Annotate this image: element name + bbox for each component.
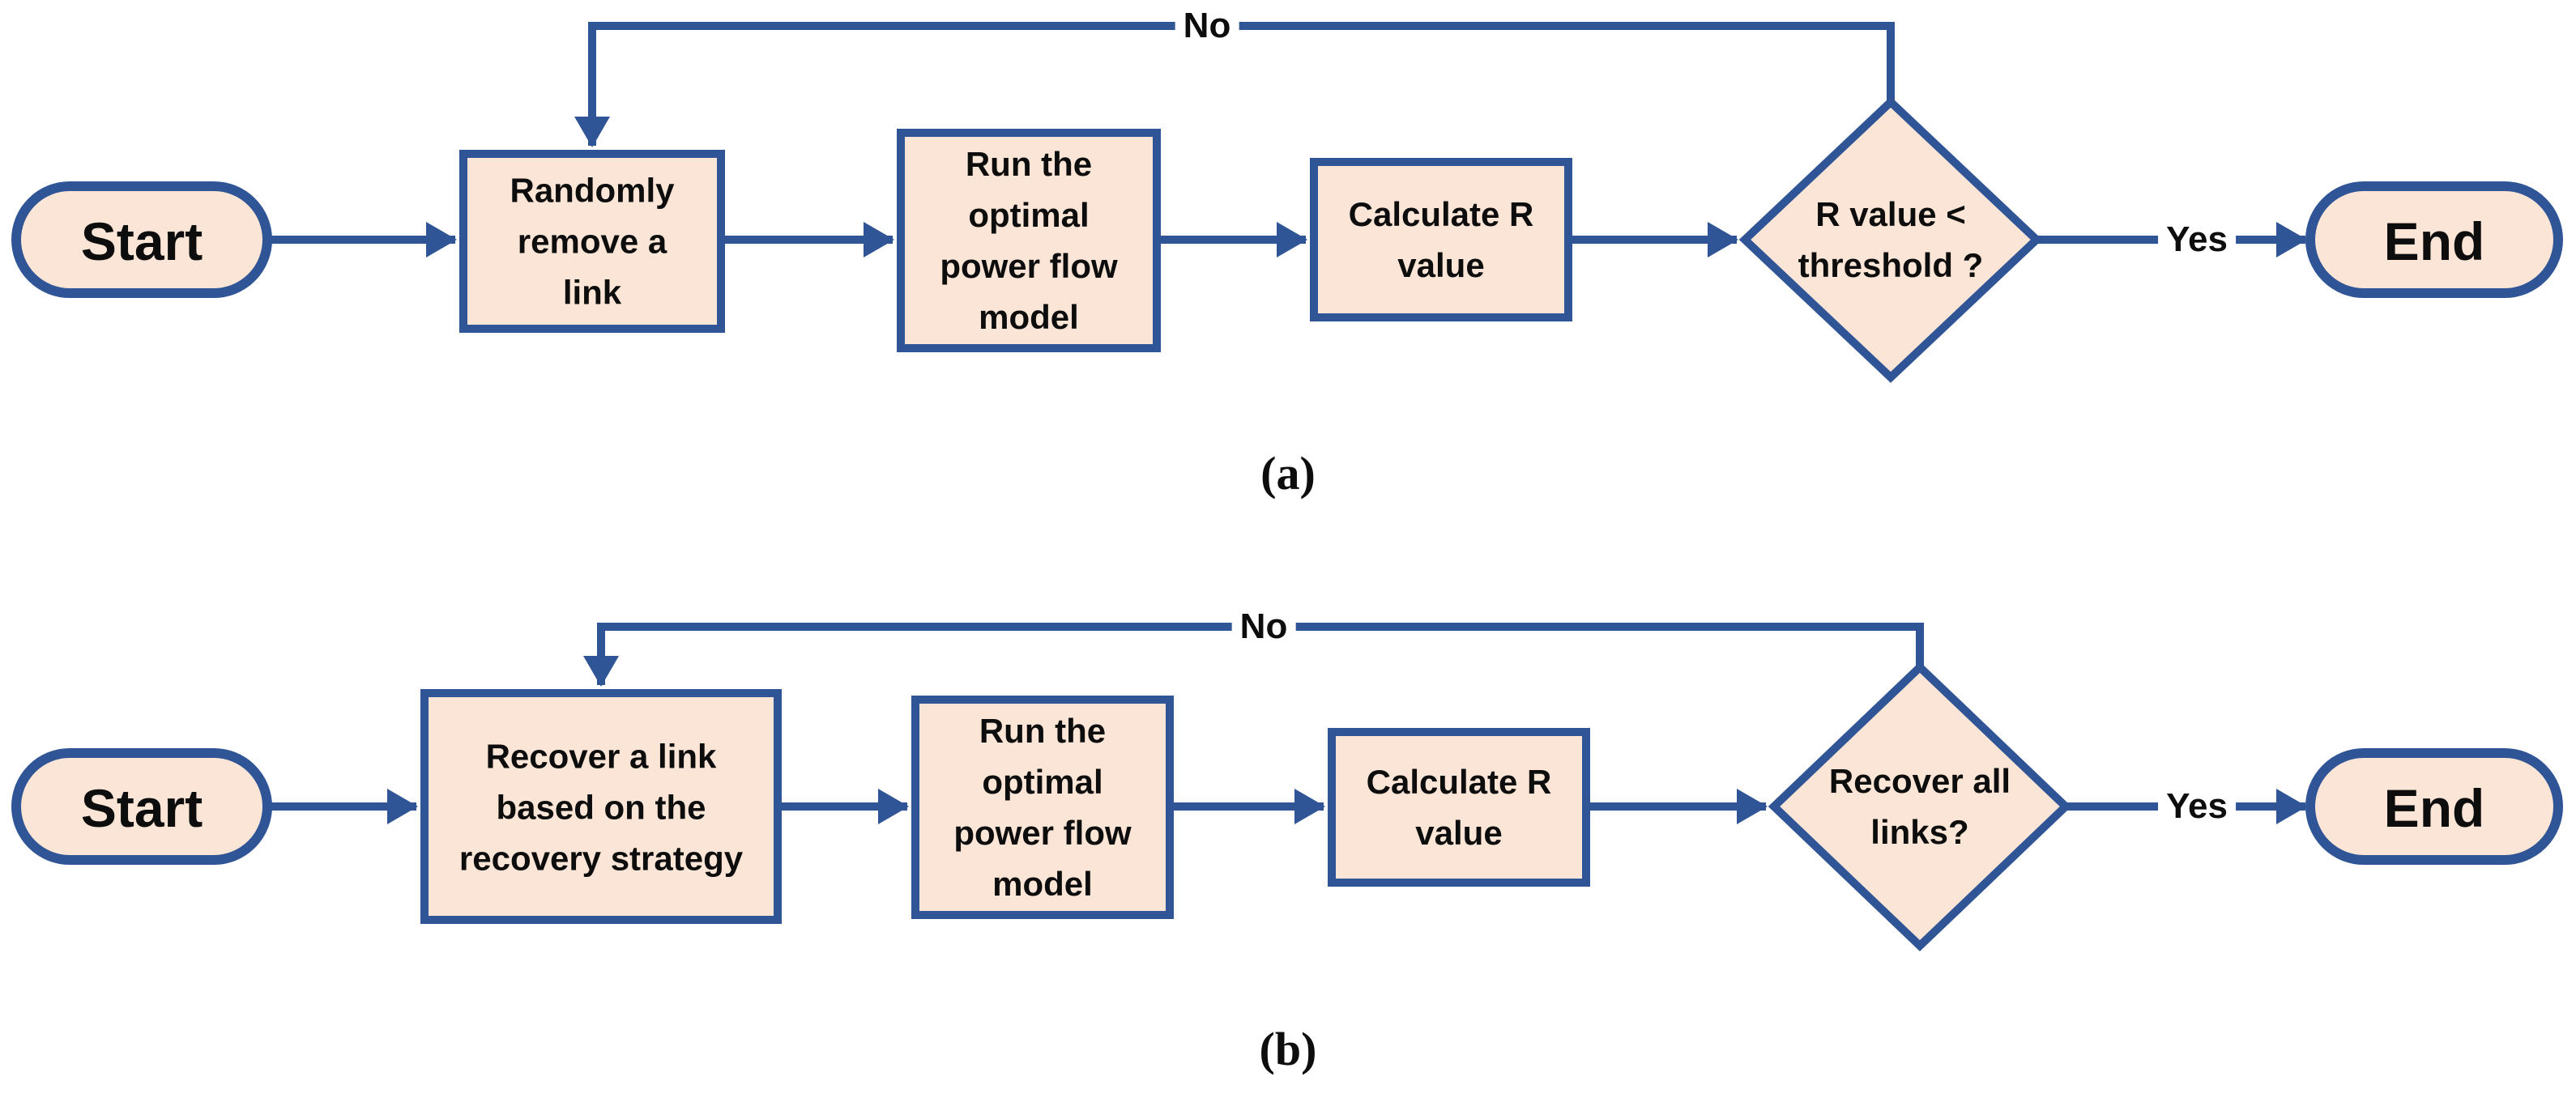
terminator-a-start-label: Start — [80, 211, 203, 271]
process-b-step3-label: Calculate R value — [1366, 763, 1552, 852]
process-a-step1-label: Randomly remove a link — [510, 171, 675, 312]
terminator-b-end — [2305, 748, 2563, 865]
terminator-a-start — [11, 181, 272, 298]
process-a-step2 — [897, 129, 1161, 352]
process-a-step3 — [1310, 158, 1572, 321]
flowchart-a — [11, 22, 2563, 383]
edge-a-no-loop — [574, 22, 1895, 147]
process-b-step1-label: Recover a link based on the recovery str… — [458, 737, 744, 878]
decision-a-diamond — [1738, 96, 2043, 383]
edge-a-no-label: No — [1175, 6, 1239, 45]
process-b-step2 — [911, 696, 1174, 919]
process-a-step3-label: Calculate R value — [1348, 195, 1534, 284]
process-a-step1 — [459, 150, 725, 333]
caption-a: (a) — [1260, 447, 1316, 500]
caption-b: (b) — [1259, 1023, 1317, 1075]
terminator-b-start-label: Start — [80, 778, 203, 838]
terminator-a-end — [2305, 181, 2563, 298]
edge-b-no-label: No — [1231, 607, 1296, 646]
process-b-step2-label: Run the optimal power flow model — [953, 712, 1132, 903]
edge-a-yes-label: Yes — [2158, 220, 2236, 259]
process-b-step1 — [420, 689, 782, 924]
decision-a-label: R value < threshold ? — [1798, 195, 1984, 284]
edge-b-yes-label: Yes — [2158, 787, 2236, 826]
decision-b-label: Recover all links? — [1828, 762, 2011, 851]
decision-b-diamond — [1768, 662, 2072, 951]
terminator-b-start — [11, 748, 272, 865]
process-b-step3 — [1328, 728, 1590, 887]
process-a-step2-label: Run the optimal power flow model — [940, 145, 1118, 336]
terminator-a-end-label: End — [2383, 211, 2485, 271]
flowchart-b — [11, 623, 2563, 951]
terminator-b-end-label: End — [2383, 778, 2485, 838]
